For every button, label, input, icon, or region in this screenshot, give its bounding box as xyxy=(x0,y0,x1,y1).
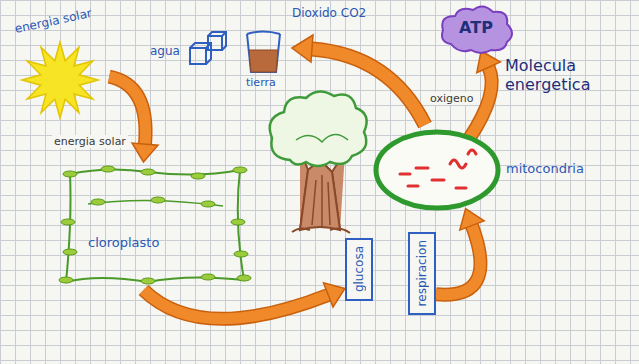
arrow-head xyxy=(477,51,501,73)
node-text: respiracion xyxy=(415,240,429,306)
arrow-outline xyxy=(109,77,145,144)
mito-shape xyxy=(372,128,502,212)
arrow-body xyxy=(109,77,145,144)
tree xyxy=(270,91,367,233)
label-holder: tierra xyxy=(246,76,276,89)
arrow-body xyxy=(144,290,329,319)
water-cubes xyxy=(190,32,226,64)
glucose-box: glucosa xyxy=(345,238,373,301)
flow-arrow xyxy=(436,209,484,295)
edge-label-holder: oxigeno xyxy=(428,87,475,106)
atp-cloud: ATP xyxy=(425,4,527,52)
mitochondria-node: mitocondria xyxy=(372,128,502,212)
arrow-head xyxy=(324,283,346,307)
arrow-outline xyxy=(436,226,480,295)
label-holder: agua xyxy=(150,44,180,58)
respiration-box: respiracion xyxy=(408,232,436,315)
arrow-head xyxy=(460,209,484,231)
arrow-body xyxy=(436,226,480,295)
arrow-head xyxy=(132,143,158,162)
node-text: energia solar xyxy=(13,6,93,36)
soil-glass xyxy=(247,32,280,73)
flow-arrow xyxy=(144,283,346,319)
arrow-outline xyxy=(144,290,329,319)
co2-label: Dioxido CO2 xyxy=(292,6,366,20)
chloro-shape xyxy=(58,162,248,290)
node-text: glucosa xyxy=(352,246,366,292)
sun-node: energia solar xyxy=(8,6,118,120)
flow-arrow xyxy=(109,77,158,162)
node-text: mitocondria xyxy=(506,161,584,176)
label-holder: Molecula energetica xyxy=(505,56,630,94)
node-text: ATP xyxy=(425,18,527,37)
edge-label-holder: energia solar xyxy=(52,130,128,149)
node-text: cloroplasto xyxy=(88,235,159,250)
chloroplast-node: cloroplasto xyxy=(58,162,248,290)
water-label: agua xyxy=(150,44,180,58)
edge-label: oxigeno xyxy=(428,92,475,105)
label-holder: Dioxido CO2 xyxy=(292,6,366,20)
soil-label: tierra xyxy=(246,76,276,89)
co2-arrow xyxy=(292,35,425,125)
edge-label: energia solar xyxy=(52,135,128,148)
energy-molecule-label: Molecula energetica xyxy=(505,56,630,94)
